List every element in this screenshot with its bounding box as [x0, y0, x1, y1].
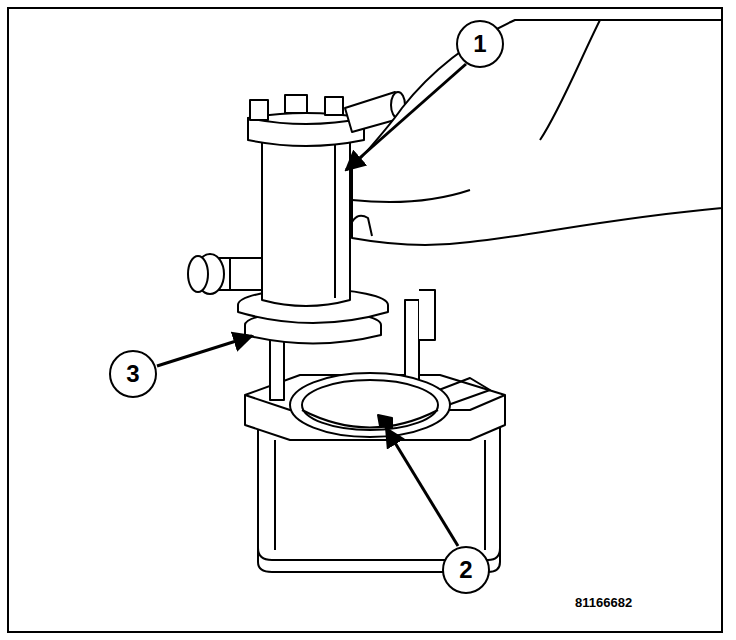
- callout-number: 2: [459, 558, 472, 582]
- callout-number: 3: [126, 362, 139, 386]
- leader-line: [157, 336, 252, 366]
- callout-circle: 2: [442, 546, 490, 594]
- hand: [352, 20, 722, 245]
- fuel-module: [188, 20, 722, 572]
- reservoir-ring: [290, 373, 450, 437]
- callout-circle: 3: [109, 350, 157, 398]
- leader-lines: [157, 64, 466, 546]
- module-canister: [262, 140, 350, 306]
- callout-number: 1: [473, 32, 486, 56]
- leader-line: [386, 428, 458, 546]
- figure-number: 81166682: [575, 595, 632, 610]
- callout-circle: 1: [456, 20, 504, 68]
- leader-line: [346, 64, 466, 170]
- frame: [8, 8, 722, 632]
